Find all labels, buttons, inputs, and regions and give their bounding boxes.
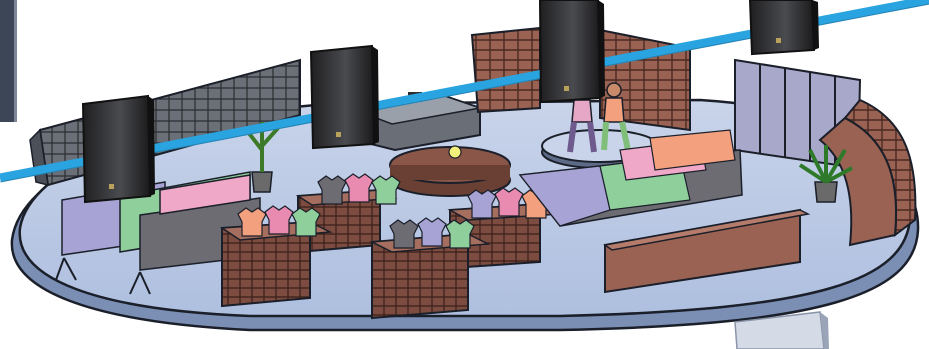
display-table-icon: [390, 146, 510, 196]
speaker-icon: [83, 96, 155, 202]
speaker-icon-4: [750, 0, 819, 54]
left-column: [0, 0, 16, 122]
speaker-icon-2: [311, 46, 379, 148]
speaker-icon-3: [540, 0, 605, 102]
